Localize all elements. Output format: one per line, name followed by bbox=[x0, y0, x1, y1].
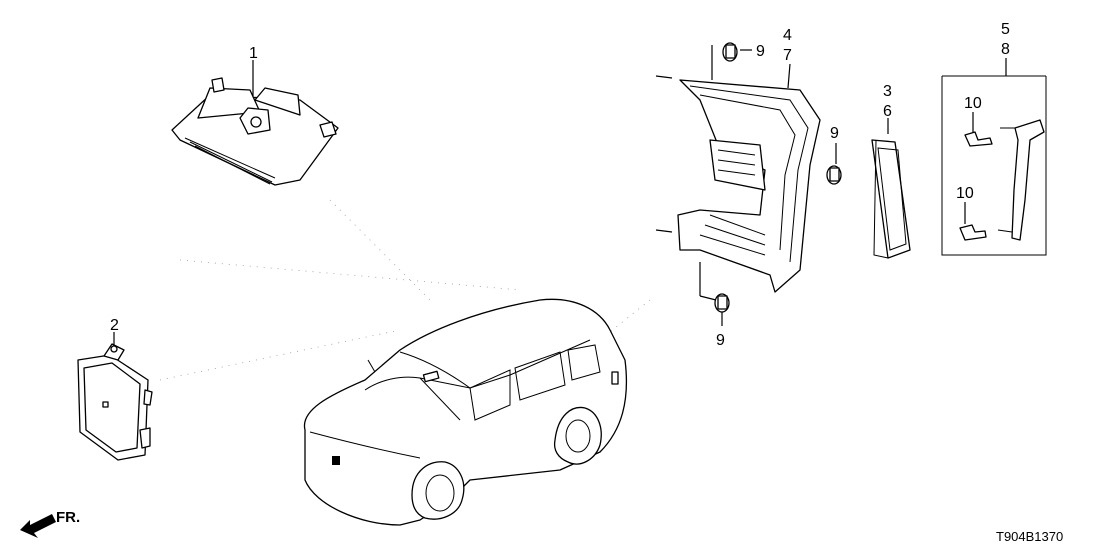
callout-3: 3 bbox=[883, 83, 892, 100]
callout-10-top: 10 bbox=[964, 95, 982, 112]
callout-10-bottom: 10 bbox=[956, 185, 974, 202]
callout-9-bottom: 9 bbox=[716, 332, 725, 349]
part-4-7-bracket bbox=[655, 63, 821, 293]
callout-1: 1 bbox=[249, 45, 258, 62]
projection-lines bbox=[159, 199, 651, 381]
part-1-camera-unit bbox=[171, 60, 339, 186]
part-2-radar-unit bbox=[77, 332, 153, 461]
callout-9-top: 9 bbox=[756, 43, 765, 60]
callout-7: 7 bbox=[783, 47, 792, 64]
part-9-nut-bottom bbox=[699, 262, 730, 326]
direction-label: FR. bbox=[56, 509, 80, 526]
diagram-code: T904B1370 bbox=[996, 529, 1063, 544]
callout-4: 4 bbox=[783, 27, 792, 44]
front-direction-arrow-icon bbox=[20, 514, 56, 538]
part-9-nut-middle bbox=[826, 143, 842, 185]
callout-2: 2 bbox=[110, 317, 119, 334]
callout-9-middle: 9 bbox=[830, 125, 839, 142]
part-3-6-cover bbox=[871, 118, 911, 259]
vehicle-outline bbox=[303, 298, 628, 526]
part-9-nut-top bbox=[711, 42, 752, 80]
callout-5: 5 bbox=[1001, 21, 1010, 38]
callout-6: 6 bbox=[883, 103, 892, 120]
part-5-8-group-box bbox=[941, 58, 1047, 256]
callout-8: 8 bbox=[1001, 41, 1010, 58]
